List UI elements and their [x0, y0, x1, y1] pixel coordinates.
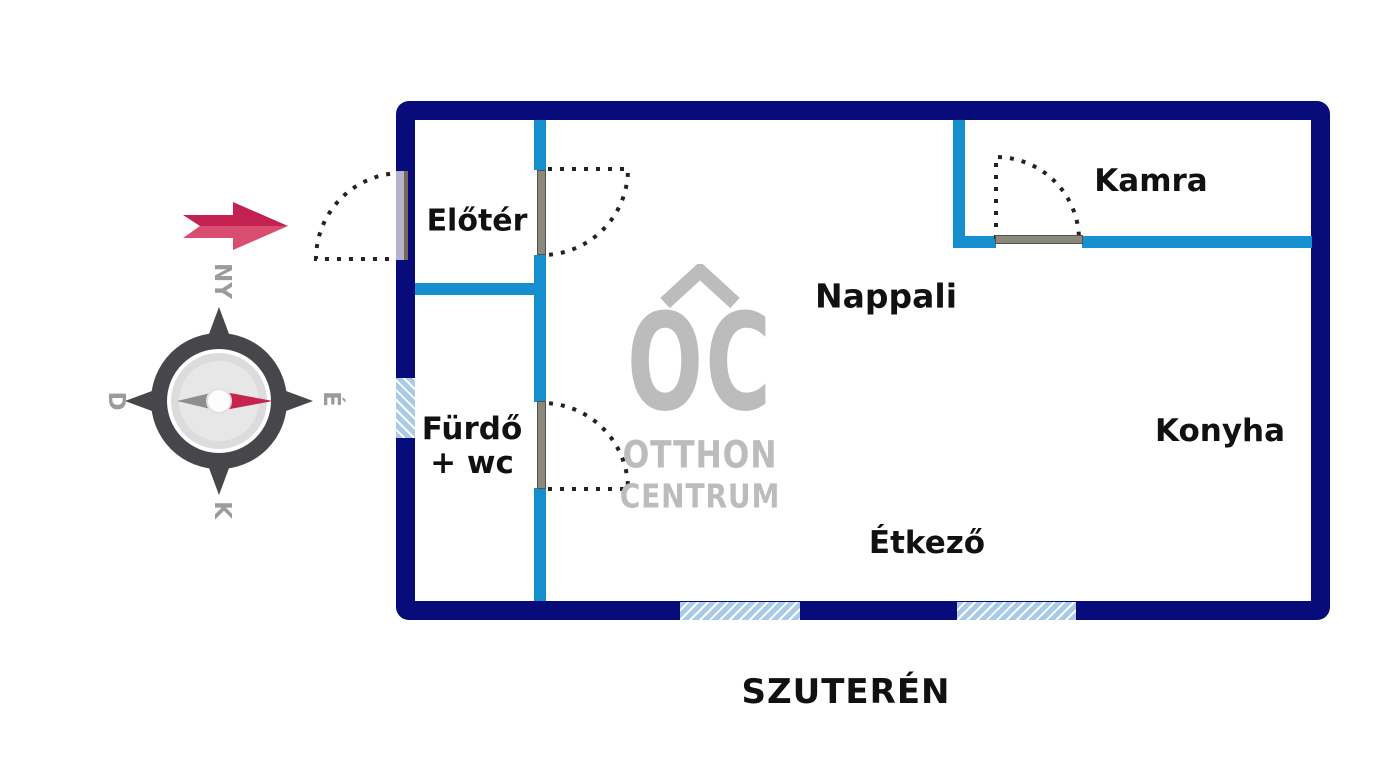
room-label-eloter: Előtér [426, 203, 528, 239]
room-label-nappali: Nappali [814, 276, 958, 316]
room-label-konyha: Konyha [1154, 413, 1286, 449]
logo-line1: OTTHON [622, 433, 778, 477]
compass-hub [206, 388, 232, 414]
logo-line2: CENTRUM [619, 476, 781, 516]
room-label-furdo-line2: + wc [430, 445, 514, 481]
wall-kamra-bottom-left [953, 236, 996, 248]
wall-eloter-furdo-divider [415, 283, 546, 295]
plan-title: SZUTERÉN [741, 672, 951, 712]
kamra-door-leaf [995, 235, 1083, 244]
compass-label-bottom: K [209, 501, 235, 520]
direction-arrow-icon [183, 202, 288, 250]
entrance-door-leaf [396, 171, 408, 260]
window-bottom-right [957, 602, 1076, 620]
window-bottom-left [680, 602, 800, 620]
compass-label-right: É [318, 391, 346, 407]
room-label-kamra: Kamra [1094, 163, 1208, 199]
compass-needle-east [219, 391, 273, 411]
wall-eloter-furdo-right [534, 255, 546, 402]
logo-roof-icon [660, 264, 740, 309]
room-label-furdo: Fürdő + wc [422, 412, 522, 480]
compass-label-top: NY [209, 263, 235, 299]
wall-eloter-right-upper [534, 120, 546, 170]
logo-mark: OC [626, 285, 774, 441]
wall-furdo-right-lower [534, 488, 546, 601]
eloter-door-leaf [537, 170, 546, 255]
wall-kamra-left [953, 120, 965, 248]
window-left-wall [396, 378, 415, 438]
room-label-etkezo: Étkező [868, 525, 986, 561]
compass-label-left: D [103, 391, 129, 410]
wall-kamra-bottom-right [1082, 236, 1312, 248]
furdo-door-leaf [537, 401, 546, 489]
compass: NY É K D [103, 202, 346, 520]
room-label-furdo-line1: Fürdő [421, 411, 523, 447]
